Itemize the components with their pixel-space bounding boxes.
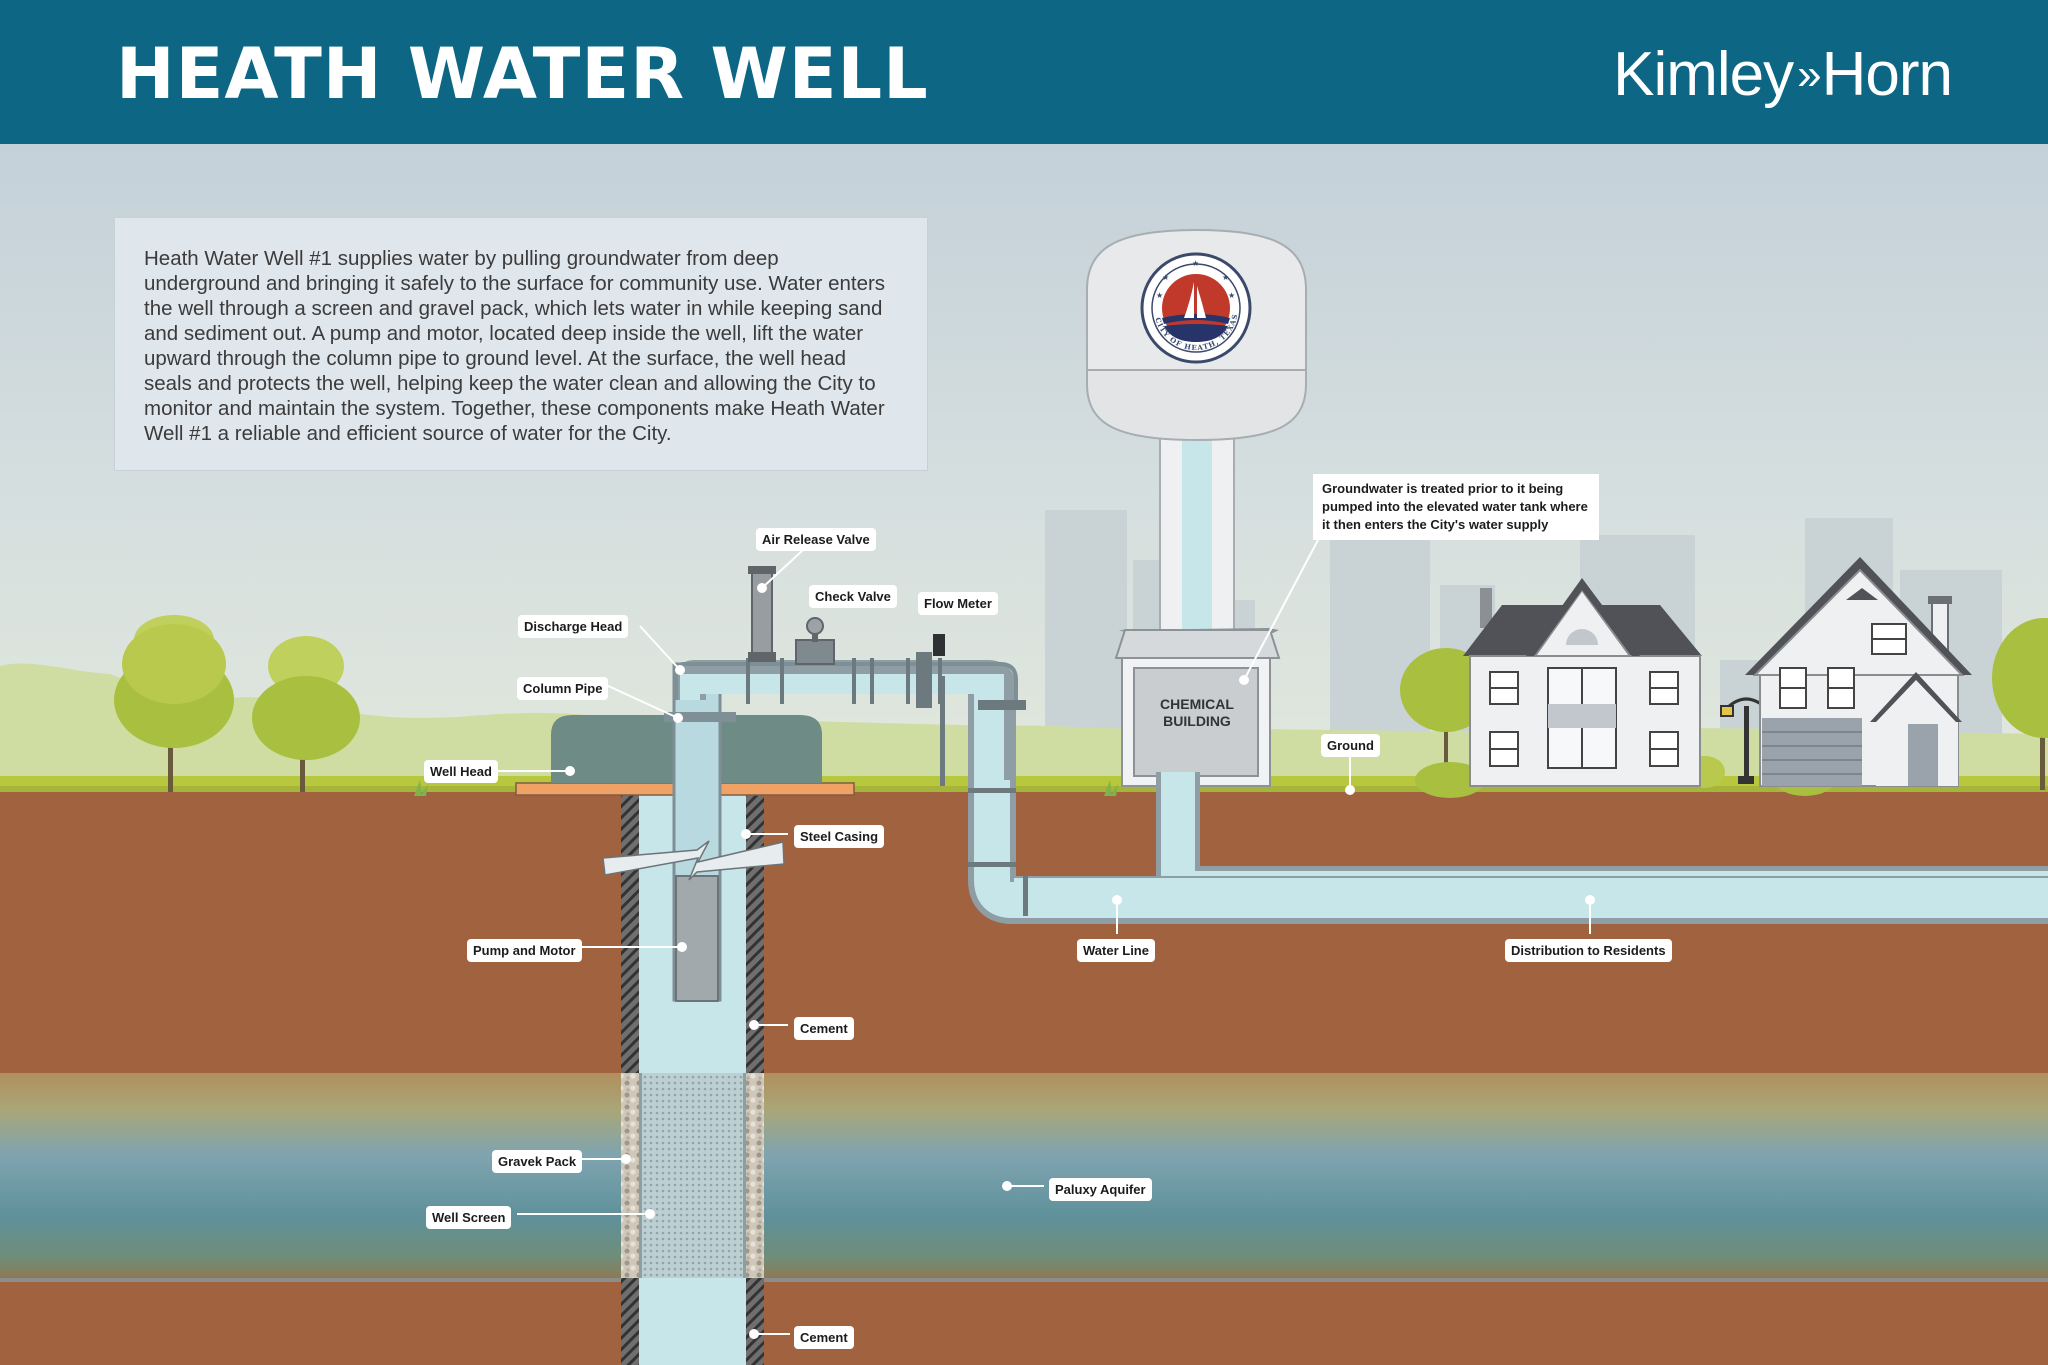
- page-title: HEATH WATER WELL: [116, 33, 929, 115]
- label-steel-casing: Steel Casing: [794, 825, 885, 848]
- logo-word-right: Horn: [1821, 40, 1953, 109]
- chemical-building-line1: CHEMICAL: [1160, 696, 1234, 712]
- logo-word-left: Kimley: [1613, 40, 1794, 109]
- label-well-screen: Well Screen: [426, 1206, 512, 1229]
- chemical-building: [1114, 628, 1281, 787]
- intro-panel: Heath Water Well #1 supplies water by pu…: [114, 217, 928, 471]
- svg-text:★: ★: [1228, 291, 1235, 300]
- chemical-building-line2: BUILDING: [1163, 713, 1231, 729]
- label-check-valve: Check Valve: [809, 585, 897, 608]
- label-gravel-pack: Gravek Pack: [492, 1150, 583, 1173]
- label-pump-and-motor: Pump and Motor: [467, 939, 582, 962]
- intro-text: Heath Water Well #1 supplies water by pu…: [144, 247, 886, 445]
- well-bore: [621, 736, 764, 1365]
- label-column-pipe: Column Pipe: [517, 677, 609, 700]
- header-bar: HEATH WATER WELL Kimley»Horn: [0, 0, 2048, 144]
- svg-text:★: ★: [1162, 273, 1169, 282]
- svg-text:★: ★: [1156, 291, 1163, 300]
- city-seal: ★★ ★★ ★ CITY OF HEATH, TEXAS: [1140, 252, 1252, 364]
- check-valve: [795, 617, 835, 665]
- label-air-release-valve: Air Release Valve: [756, 528, 876, 551]
- kimley-horn-logo: Kimley»Horn: [1613, 40, 1953, 110]
- soil-upper: [0, 792, 2048, 1073]
- label-cement-upper: Cement: [794, 1017, 854, 1040]
- label-water-line: Water Line: [1077, 939, 1155, 962]
- water-line-pipe: [968, 680, 2048, 924]
- column-and-discharge-pipe: [602, 652, 1026, 1002]
- tree-far-right: [1992, 618, 2048, 790]
- tree-left-2: [252, 636, 360, 792]
- svg-text:★: ★: [1192, 259, 1199, 268]
- air-release-valve: [748, 566, 776, 662]
- house-left: [1463, 578, 1702, 787]
- house-right: [1745, 557, 1972, 787]
- chemical-building-label: CHEMICAL BUILDING: [1132, 696, 1262, 730]
- water-tower: [1086, 228, 1307, 643]
- callout-text: Groundwater is treated prior to it being…: [1322, 481, 1588, 532]
- well-scene: [0, 144, 2048, 1365]
- leader-lines: [496, 536, 1595, 1339]
- label-well-head: Well Head: [424, 760, 498, 783]
- svg-text:★: ★: [1222, 273, 1229, 282]
- label-cement-lower: Cement: [794, 1326, 854, 1349]
- grass-strip: [0, 776, 2048, 786]
- paluxy-aquifer-layer: [0, 1073, 2048, 1278]
- flow-meter: [933, 634, 945, 656]
- label-flow-meter: Flow Meter: [918, 592, 998, 615]
- label-ground: Ground: [1321, 734, 1380, 757]
- label-discharge-head: Discharge Head: [518, 615, 629, 638]
- tree-left-1: [114, 615, 234, 792]
- label-distribution: Distribution to Residents: [1505, 939, 1672, 962]
- label-paluxy-aquifer: Paluxy Aquifer: [1049, 1178, 1152, 1201]
- treatment-callout: Groundwater is treated prior to it being…: [1313, 474, 1599, 540]
- soil-lower: [0, 1282, 2048, 1365]
- double-chevron-icon: »: [1797, 50, 1822, 99]
